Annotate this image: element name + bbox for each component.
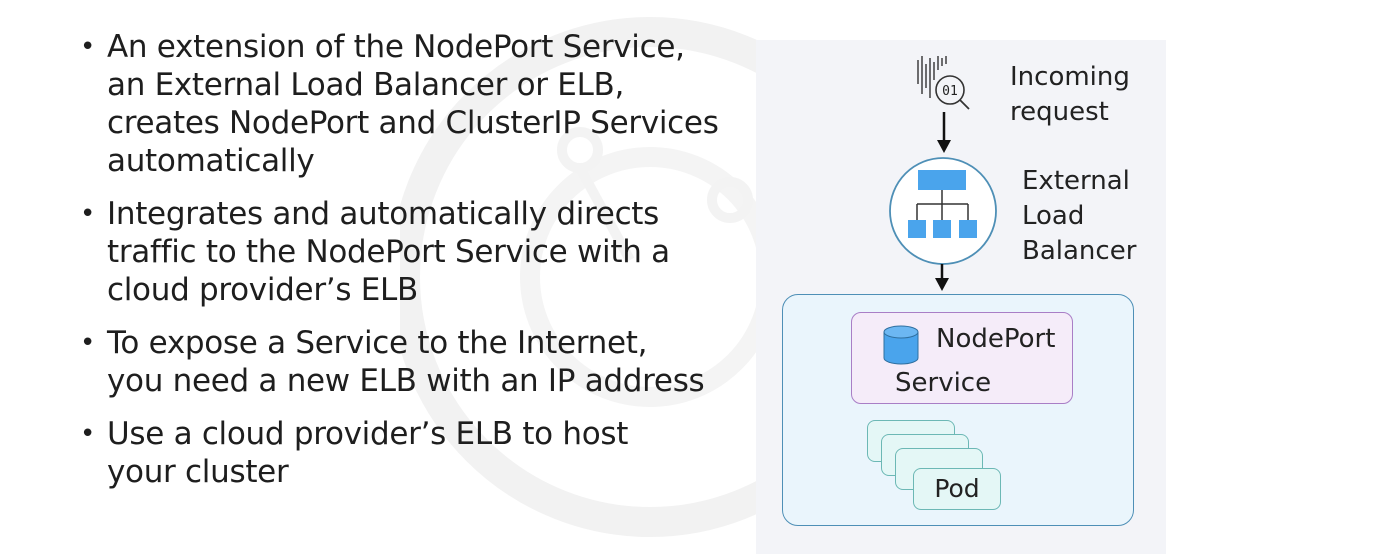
- bullet-text: Use a cloud provider’s ELB to host your …: [107, 416, 629, 490]
- diagram-panel: 01 Incoming request External Load Balanc…: [756, 40, 1166, 554]
- elb-label: External Load Balancer: [1022, 166, 1137, 266]
- nodeport-label-line1: NodePort: [936, 324, 1056, 354]
- pod-card: Pod: [913, 468, 1001, 510]
- bullet-dot: •: [80, 32, 96, 62]
- incoming-request-label: Incoming request: [1010, 62, 1130, 127]
- bullet-dot: •: [80, 419, 96, 449]
- bullet-dot: •: [80, 199, 96, 229]
- bullet-text: Integrates and automatically directs tra…: [107, 196, 670, 308]
- bullet-dot: •: [80, 328, 96, 358]
- arrow-down: [935, 264, 949, 291]
- cluster-box: NodePort Service Pod: [782, 294, 1134, 526]
- nodeport-label-line2: Service: [895, 368, 992, 398]
- bullet-item: • To expose a Service to the Internet, y…: [80, 324, 707, 400]
- bullet-list: • An extension of the NodePort Service, …: [80, 28, 740, 506]
- bullet-item: • Integrates and automatically directs t…: [80, 195, 727, 309]
- database-icon: [883, 325, 919, 365]
- bullet-item: • Use a cloud provider’s ELB to host you…: [80, 415, 697, 491]
- nodeport-service-box: NodePort Service: [851, 312, 1073, 404]
- bullet-item: • An extension of the NodePort Service, …: [80, 28, 727, 180]
- load-balancer-icon: [889, 157, 997, 265]
- incoming-icon-text: 01: [942, 84, 958, 99]
- bullet-text: An extension of the NodePort Service, an…: [107, 29, 719, 179]
- bullet-text: To expose a Service to the Internet, you…: [107, 325, 705, 399]
- pod-label: Pod: [934, 474, 980, 503]
- arrow-down: [937, 112, 951, 153]
- incoming-request-icon: 01: [917, 56, 970, 110]
